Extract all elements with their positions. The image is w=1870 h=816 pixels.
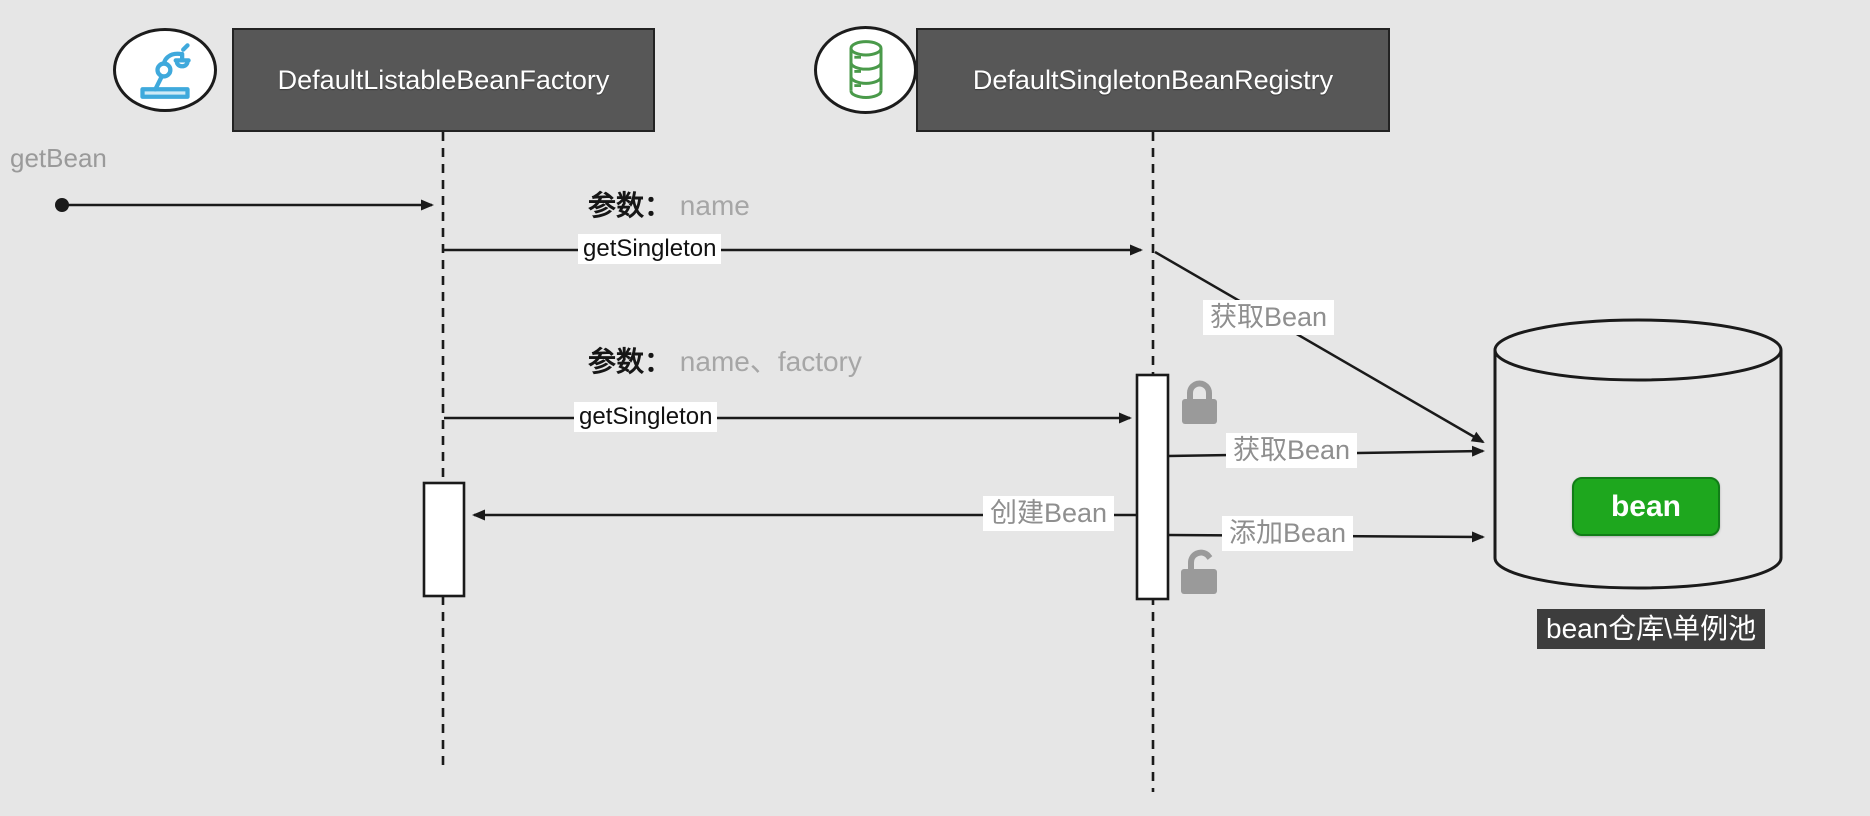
lock-open-icon (1181, 549, 1217, 594)
actor-name: DefaultListableBeanFactory (277, 64, 610, 95)
registry-avatar (814, 26, 917, 114)
fetch-bean-diagonal-arrow (1154, 250, 1485, 444)
bean-badge: bean (1572, 477, 1720, 536)
getbean-label: getBean (10, 143, 107, 173)
getsingleton1-label: getSingleton (578, 234, 722, 265)
activation-bar-factory (422, 481, 466, 598)
datastore-cylinder (1493, 318, 1783, 590)
params-1: 参数： name (588, 184, 750, 224)
datastore-caption: bean仓库\单例池 (1537, 609, 1766, 649)
lock-closed-icon (1182, 380, 1217, 424)
factory-avatar (113, 28, 217, 112)
add-bean-label: 添加Bean (1222, 516, 1354, 552)
fetch-bean-diagonal-label: 获取Bean (1203, 300, 1335, 336)
getsingleton2-label: getSingleton (574, 402, 718, 433)
database-icon (849, 40, 882, 99)
params-key: 参数： (588, 346, 673, 377)
create-bean-label: 创建Bean (983, 496, 1115, 532)
params-key: 参数： (588, 190, 673, 221)
robot-arm-icon (140, 43, 191, 99)
params-value: name、factory (679, 346, 862, 377)
actor-header-registry: DefaultSingletonBeanRegistry (916, 28, 1390, 132)
fetch-bean-label: 获取Bean (1226, 433, 1358, 469)
params-2: 参数： name、factory (588, 340, 862, 380)
actor-header-factory: DefaultListableBeanFactory (232, 28, 655, 132)
actor-name: DefaultSingletonBeanRegistry (972, 64, 1334, 95)
activation-bar-registry (1135, 373, 1170, 601)
params-value: name (679, 190, 750, 221)
